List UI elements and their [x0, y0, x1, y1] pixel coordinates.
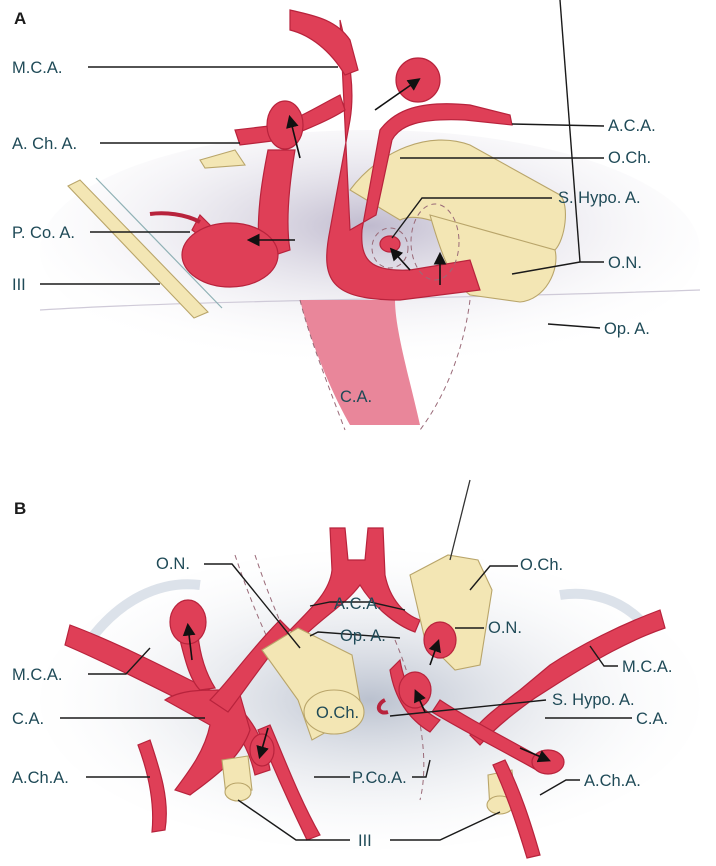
- label-acha-right-b: A.Ch.A.: [584, 772, 641, 790]
- label-mca-left-b: M.C.A.: [12, 666, 62, 684]
- carotid-dash-right: [419, 299, 471, 431]
- acha-a: [234, 94, 346, 146]
- leader-och-top-b: [469, 565, 518, 591]
- acha-left-b: [137, 739, 167, 833]
- label-pcoa-a: P. Co. A.: [12, 224, 75, 242]
- flow-arrow-mca: [374, 78, 421, 111]
- label-och-a: O.Ch.: [608, 149, 651, 167]
- acha-stalk-left-b: [179, 634, 217, 691]
- shypo-branch-b: [376, 698, 389, 715]
- ophthalmic-dashed-outline: [410, 203, 460, 281]
- sphenoid-ridge-left: [86, 579, 201, 644]
- label-opa-a: Op. A.: [604, 320, 650, 338]
- aneurysm-right-acha-b: [531, 749, 565, 775]
- optic-chiasm-cut-b: [303, 689, 365, 735]
- label-ca-left-b: C.A.: [12, 710, 44, 728]
- leader-pcoa-b-2: [412, 759, 431, 778]
- panel-a-letter: A: [14, 9, 26, 28]
- panel-b-letter: B: [14, 499, 26, 518]
- label-pcoa-b: P.Co.A.: [352, 769, 407, 787]
- oculomotor-nerve: [67, 179, 209, 319]
- label-mca-right-b: M.C.A.: [622, 658, 672, 676]
- label-acha-left-b: A.Ch.A.: [12, 769, 69, 787]
- ca-left-b: [163, 689, 251, 796]
- mca-trunk-a: [289, 9, 359, 76]
- tract-dash-mid: [394, 639, 425, 801]
- label-on-a: O.N.: [608, 254, 642, 272]
- aneurysm-left-top-b: [169, 599, 207, 645]
- flow-arrow-left-pcoa: [256, 727, 269, 760]
- aneurysm-acha-a: [266, 100, 304, 150]
- leader-aca-a: [511, 123, 605, 127]
- mca-left-b: [64, 624, 271, 776]
- mca-right-b: [469, 609, 666, 746]
- label-iii-b: III: [358, 832, 372, 850]
- leader-opa-a: [547, 323, 601, 329]
- leader-shypo-b: [389, 699, 547, 717]
- aneurysm-shypo-a: [379, 235, 401, 253]
- panel-a: A: [12, 0, 701, 431]
- label-shypo-a: S. Hypo. A.: [558, 189, 641, 207]
- flow-arrow-left-top: [182, 622, 196, 661]
- retractor-wire: [449, 479, 471, 561]
- oculomotor-nerve-edge: [95, 177, 223, 309]
- flow-arrow-right-acha: [519, 747, 551, 763]
- flow-arrow-right-top: [428, 638, 441, 666]
- carotid-artery-faded: [300, 300, 420, 425]
- label-ca-a: C.A.: [340, 388, 372, 406]
- acha-right-b: [492, 759, 541, 859]
- aneurysm-right-mid-b: [398, 671, 432, 709]
- flow-arrow-shypo: [389, 247, 411, 271]
- sphenoid-ridge-right: [559, 588, 644, 624]
- oculomotor-stump-left-end: [224, 782, 252, 802]
- leader-mca-left-b: [88, 647, 151, 675]
- aneurysm-pcoa-a: [181, 222, 279, 288]
- shypo-dashed-outline: [371, 227, 409, 269]
- label-och-center-b: O.Ch.: [316, 704, 359, 722]
- leader-on-left-b: [204, 563, 301, 649]
- label-on-right-b: O.N.: [488, 619, 522, 637]
- label-acha-a: A. Ch. A.: [12, 135, 77, 153]
- label-iii-a: III: [12, 276, 26, 294]
- label-aca-b: A.C.A.: [334, 595, 382, 613]
- leader-aca-b: [309, 601, 406, 611]
- label-opa-b: Op. A.: [340, 627, 386, 645]
- aca-branch-left-b: [209, 619, 291, 713]
- label-ca-right-b: C.A.: [636, 710, 668, 728]
- leader-iii-right-b: [390, 811, 501, 841]
- label-aca-a: A.C.A.: [608, 117, 656, 135]
- pcoa-distal-a: [149, 211, 201, 224]
- label-mca-a: M.C.A.: [12, 59, 62, 77]
- aneurysm-right-top-b: [423, 621, 457, 659]
- leader-opa-b: [309, 631, 401, 639]
- panel-b: B: [12, 479, 700, 859]
- leader-acha-right-b: [539, 779, 580, 796]
- flow-arrow-acha: [286, 114, 301, 159]
- optic-tract: [199, 149, 246, 169]
- aca-complex-b: [289, 527, 421, 641]
- leader-iii-left-b: [237, 799, 350, 841]
- label-shypo-b: S. Hypo. A.: [552, 691, 635, 709]
- leader-shypo-a: [391, 197, 552, 239]
- leader-on-a-2: [559, 0, 581, 263]
- label-on-left-b: O.N.: [156, 555, 190, 573]
- leader-mca-right-b: [589, 645, 618, 667]
- label-och-top-b: O.Ch.: [520, 556, 563, 574]
- flow-arrow-right-mid: [414, 689, 426, 713]
